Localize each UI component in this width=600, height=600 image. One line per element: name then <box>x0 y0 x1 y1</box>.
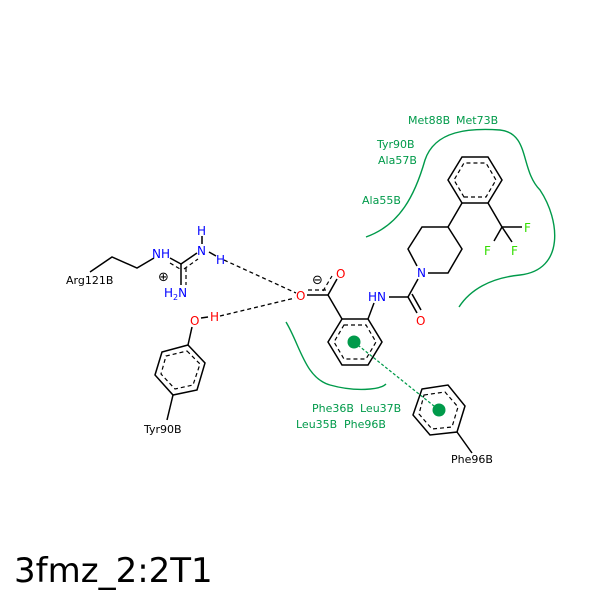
atom-o: O <box>190 314 199 328</box>
hbond-arg-line <box>223 259 297 294</box>
atom-hn: HN <box>368 290 386 304</box>
pocket-residue-label: Ala55B <box>362 194 401 207</box>
atom-h: H <box>216 253 225 267</box>
pocket-residue-label: Tyr90B <box>376 138 415 151</box>
ligand: O O ⊖ HN O N F F F <box>296 156 531 366</box>
atom-nh: NH <box>152 247 170 261</box>
atom-o: O <box>296 289 305 303</box>
pocket-residue-label: Ala57B <box>378 154 417 167</box>
pocket-residue-label: Phe36B <box>312 402 354 415</box>
atom-h: H <box>210 310 219 324</box>
arg121b-residue: Arg121B NH N H H H2N ⊕ <box>66 224 225 302</box>
hydrophobic-contour-bottom <box>285 321 387 391</box>
atom-f: F <box>511 244 518 258</box>
atom-n: N <box>197 244 206 258</box>
tyr90b-residue: O H Tyr90B <box>143 310 219 436</box>
negative-charge-icon: ⊖ <box>312 273 323 288</box>
pocket-residue-label: Met88B <box>408 114 450 127</box>
atom-h: H <box>197 224 206 238</box>
atom-h2n: H2N <box>164 286 187 302</box>
hydrophobic-contour-top <box>365 128 556 308</box>
positive-charge-icon: ⊕ <box>158 270 169 285</box>
atom-f: F <box>484 244 491 258</box>
atom-n: N <box>417 266 426 280</box>
ring-centroid-icon <box>347 335 361 349</box>
arg121b-label: Arg121B <box>66 274 113 287</box>
atom-f: F <box>524 221 531 235</box>
pocket-residue-label: Leu35B <box>296 418 337 431</box>
pocket-residue-label: Leu37B <box>360 402 401 415</box>
pi-stacking-line <box>353 341 440 411</box>
pocket-residue-label: Met73B <box>456 114 498 127</box>
diagram-title: 3fmz_2:2T1 <box>14 551 213 591</box>
atom-o: O <box>416 314 425 328</box>
tyr90b-label: Tyr90B <box>143 423 182 436</box>
atom-o: O <box>336 267 345 281</box>
phe96b-residue: Phe96B <box>412 384 493 466</box>
hbond-tyr-line <box>219 297 296 317</box>
ring-centroid-icon <box>432 403 446 417</box>
phe96b-label: Phe96B <box>451 453 493 466</box>
pocket-residue-label: Phe96B <box>344 418 386 431</box>
